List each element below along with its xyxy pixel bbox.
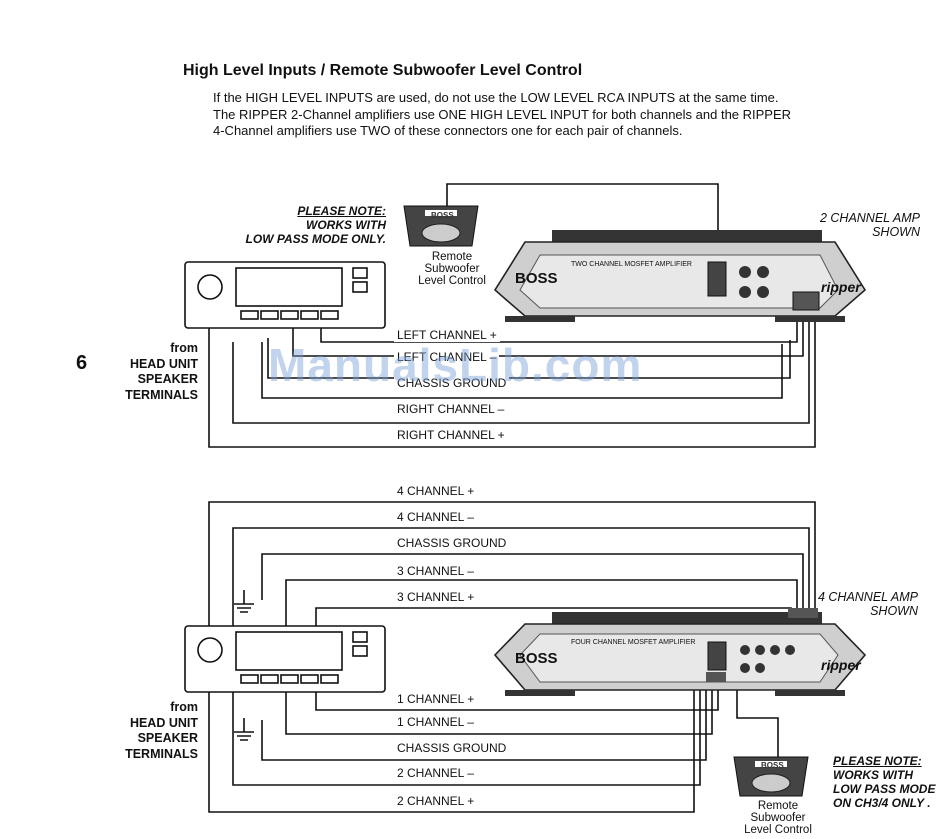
wire-label: 4 CHANNEL +: [394, 484, 478, 498]
remote-brand: BOSS: [761, 761, 784, 770]
wire-label: LEFT CHANNEL –: [394, 350, 500, 364]
wire-label: RIGHT CHANNEL +: [394, 428, 508, 442]
head-unit: [184, 625, 386, 693]
remote-brand: BOSS: [431, 211, 454, 220]
amp-subtitle: TWO CHANNEL MOSFET AMPLIFIER: [571, 261, 692, 268]
intro-line: If the HIGH LEVEL INPUTS are used, do no…: [213, 90, 779, 105]
amplifier-4ch: [493, 608, 867, 696]
wire-chassis-ground-top: [261, 553, 804, 612]
wire-label: 3 CHANNEL +: [394, 590, 478, 604]
wire-label: 1 CHANNEL +: [394, 692, 478, 706]
wire-right-minus: [232, 310, 810, 424]
amp-model: ripper: [821, 279, 861, 295]
remote-control: [733, 756, 809, 797]
wire-label: 4 CHANNEL –: [394, 510, 477, 524]
head-unit-label: from HEAD UNIT SPEAKER TERMINALS: [125, 700, 198, 761]
please-note: PLEASE NOTE: WORKS WITH LOW PASS MODE ON…: [245, 204, 386, 246]
amp-brand: BOSS: [515, 650, 558, 667]
intro-line: 4-Channel amplifiers use TWO of these co…: [213, 123, 683, 138]
watermark: ManualsLib.com: [268, 339, 643, 391]
wire-ch2-plus: [208, 680, 695, 813]
head-unit: [184, 261, 386, 329]
wire-label: CHASSIS GROUND: [394, 741, 510, 755]
wire-ch1-minus: [285, 680, 713, 735]
wire-ch4-minus: [232, 527, 810, 628]
wire-left-minus: [292, 310, 804, 357]
amp-brand: BOSS: [515, 270, 558, 287]
wire-label: LEFT CHANNEL +: [394, 328, 500, 342]
please-note: PLEASE NOTE: WORKS WITH LOW PASS MODE ON…: [833, 754, 936, 810]
wire-ch4-plus: [208, 501, 816, 628]
section-title: High Level Inputs / Remote Subwoofer Lev…: [183, 62, 583, 79]
wire-right-plus: [208, 310, 816, 448]
head-unit-label: from HEAD UNIT SPEAKER TERMINALS: [125, 341, 198, 402]
remote-cable: [446, 183, 719, 262]
intro-line: The RIPPER 2-Channel amplifiers use ONE …: [213, 106, 792, 122]
wire-ch1-plus: [315, 680, 719, 711]
wire-label: 1 CHANNEL –: [394, 715, 477, 729]
remote-control: [403, 205, 479, 247]
wire-left-plus: [320, 310, 798, 343]
wire-ch3-minus: [285, 579, 798, 628]
wire-ch2-minus: [232, 680, 701, 786]
wire-label: CHASSIS GROUND: [394, 536, 510, 550]
amp-model: ripper: [821, 657, 861, 673]
wire-label: 2 CHANNEL +: [394, 794, 478, 808]
wire-label: CHASSIS GROUND: [394, 376, 510, 390]
wire-chassis-ground: [261, 342, 783, 399]
remote-label: Remote Subwoofer Level Control: [744, 800, 812, 836]
amplifier-2ch: [493, 230, 867, 322]
wire-label: 3 CHANNEL –: [394, 564, 477, 578]
page-number: 6: [76, 352, 88, 374]
amp-caption: 4 CHANNEL AMP SHOWN: [817, 590, 918, 618]
wire-label: 2 CHANNEL –: [394, 766, 477, 780]
intro-paragraph: If the HIGH LEVEL INPUTS are used, do no…: [213, 90, 833, 140]
amp-subtitle: FOUR CHANNEL MOSFET AMPLIFIER: [571, 639, 696, 646]
remote-label: Remote Subwoofer Level Control: [418, 251, 486, 287]
wire-label: RIGHT CHANNEL –: [394, 402, 508, 416]
wire-chassis-ground-bottom: [261, 680, 707, 761]
amp-caption: 2 CHANNEL AMP SHOWN: [819, 211, 920, 239]
